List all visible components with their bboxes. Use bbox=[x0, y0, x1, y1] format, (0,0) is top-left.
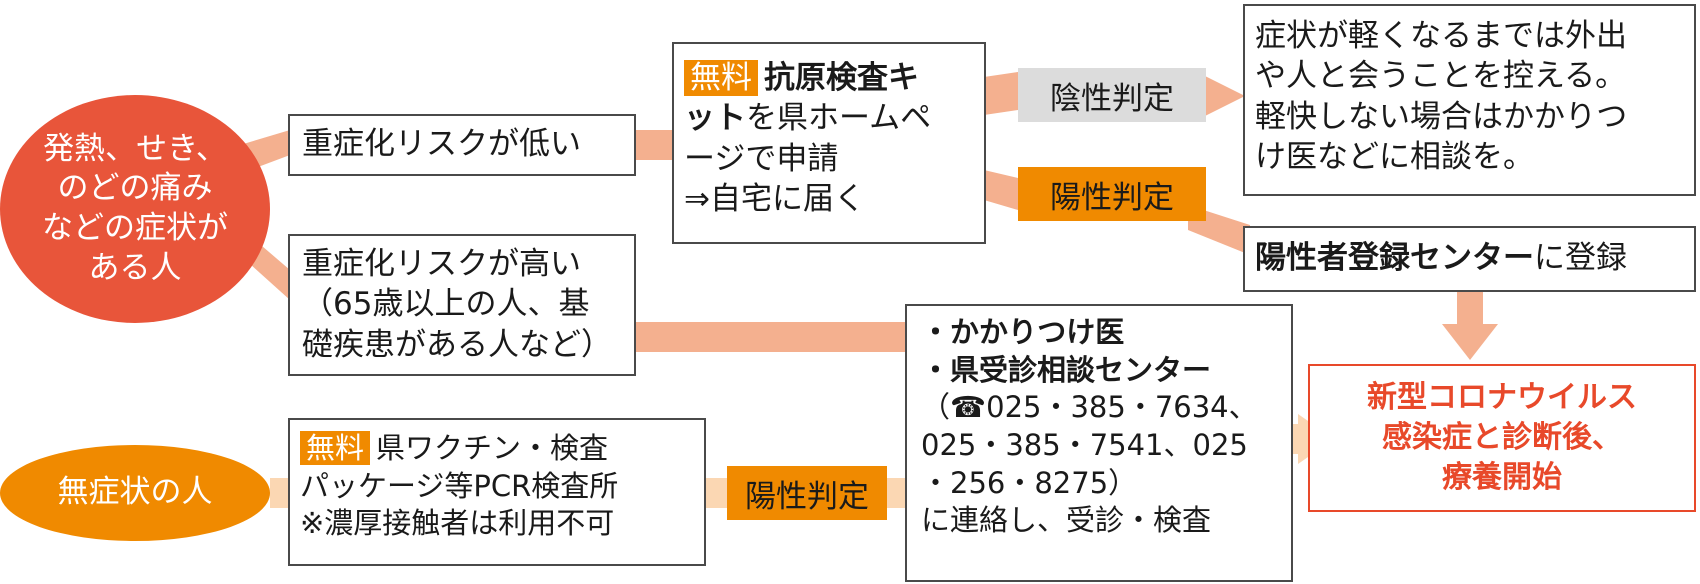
doctor-item: ・かかりつけ医 bbox=[921, 315, 1125, 349]
negative-result-label: 陰性判定 bbox=[1050, 80, 1174, 117]
arrow-doctor-to-result-shaft bbox=[1290, 424, 1300, 454]
positive-result-label: 陽性判定 bbox=[745, 478, 869, 515]
antigen-kit-line3: ージで申請 bbox=[684, 140, 839, 177]
registration-center: 陽性者登録センター bbox=[1255, 240, 1534, 276]
symptomatic-line: ある人 bbox=[88, 249, 182, 286]
phone-numbers: ・256・8275） bbox=[921, 465, 1138, 500]
doctor-action: に連絡し、受診・検査 bbox=[921, 503, 1212, 538]
connector-high-risk-to-doctor bbox=[634, 322, 906, 352]
high-risk-box: 重症化リスクが高い （65歳以上の人、基 礎疾患がある人など） bbox=[288, 234, 636, 376]
positive-result-label: 陽性判定 bbox=[1050, 179, 1174, 216]
negative-result-badge: 陰性判定 bbox=[1018, 68, 1206, 122]
free-tag: 無料 bbox=[684, 60, 758, 96]
arrow-negative-to-advice bbox=[1205, 76, 1245, 116]
phone-numbers: （☎025・385・7634、 bbox=[921, 390, 1258, 425]
antigen-kit-box: 無料抗原検査キ ットを県ホームペ ージで申請 ⇒自宅に届く bbox=[672, 42, 986, 244]
high-risk-title: 重症化リスクが高い bbox=[302, 246, 581, 282]
pcr-center-box: 無料県ワクチン・検査 パッケージ等PCR検査所 ※濃厚接触者は利用不可 bbox=[288, 418, 706, 566]
connector-low-risk-to-kit bbox=[634, 130, 674, 160]
positive-result-badge: 陽性判定 bbox=[1018, 167, 1206, 221]
diagnosis-result-box: 新型コロナウイルス 感染症と診断後、 療養開始 bbox=[1308, 364, 1696, 512]
result-line: 療養開始 bbox=[1442, 459, 1562, 495]
consultation-center-item: ・県受診相談センター bbox=[921, 352, 1212, 387]
antigen-kit-line2: を県ホームペ bbox=[746, 100, 932, 137]
advice-line: や人と会うことを控える。 bbox=[1255, 58, 1627, 95]
asymptomatic-person-circle: 無症状の人 bbox=[0, 445, 270, 541]
antigen-kit-line1: 抗原検査キ bbox=[764, 60, 919, 96]
result-line: 新型コロナウイルス bbox=[1367, 380, 1637, 416]
asymptomatic-label: 無症状の人 bbox=[57, 474, 213, 511]
registration-box: 陽性者登録センターに登録 bbox=[1243, 226, 1696, 292]
phone-numbers: 025・385・7541、025 bbox=[921, 428, 1248, 463]
advice-line: 症状が軽くなるまでは外出 bbox=[1255, 18, 1627, 54]
free-tag: 無料 bbox=[300, 431, 371, 465]
arrow-registration-to-result-head bbox=[1442, 324, 1498, 360]
connector-kit-to-negative bbox=[984, 72, 1018, 115]
pcr-line1: 県ワクチン・検査 bbox=[376, 431, 609, 465]
pcr-line2: パッケージ等PCR検査所 bbox=[300, 468, 619, 503]
low-risk-box: 重症化リスクが低い bbox=[288, 114, 636, 176]
symptomatic-line: のどの痛み bbox=[57, 170, 213, 207]
registration-action: に登録 bbox=[1534, 240, 1627, 276]
symptomatic-person-circle: 発熱、せき、 のどの痛み などの症状が ある人 bbox=[0, 95, 270, 323]
antigen-kit-line2-bold: ット bbox=[684, 100, 746, 137]
connector-pcr-to-positive bbox=[705, 478, 727, 508]
pcr-note: ※濃厚接触者は利用不可 bbox=[300, 506, 615, 541]
low-risk-label: 重症化リスクが低い bbox=[302, 126, 581, 162]
high-risk-note: （65歳以上の人、基 bbox=[302, 286, 590, 323]
connector-kit-to-positive bbox=[984, 170, 1018, 210]
symptomatic-line: 発熱、せき、 bbox=[43, 130, 227, 167]
arrow-registration-to-result-shaft bbox=[1457, 290, 1483, 326]
negative-advice-box: 症状が軽くなるまでは外出 や人と会うことを控える。 軽快しない場合はかかりつ け… bbox=[1243, 4, 1696, 196]
connector-asymptomatic-to-pcr bbox=[270, 478, 290, 508]
connector-positive-to-doctor bbox=[886, 478, 908, 508]
symptomatic-line: などの症状が bbox=[42, 210, 228, 246]
advice-line: 軽快しない場合はかかりつ bbox=[1255, 98, 1628, 135]
doctor-consultation-box: ・かかりつけ医 ・県受診相談センター （☎025・385・7634、 025・3… bbox=[905, 304, 1293, 582]
result-line: 感染症と診断後、 bbox=[1382, 420, 1622, 456]
antigen-kit-line4: ⇒自宅に届く bbox=[684, 180, 865, 217]
positive-result-badge: 陽性判定 bbox=[727, 466, 887, 520]
advice-line: け医などに相談を。 bbox=[1255, 138, 1534, 175]
high-risk-note: 礎疾患がある人など） bbox=[302, 326, 612, 363]
